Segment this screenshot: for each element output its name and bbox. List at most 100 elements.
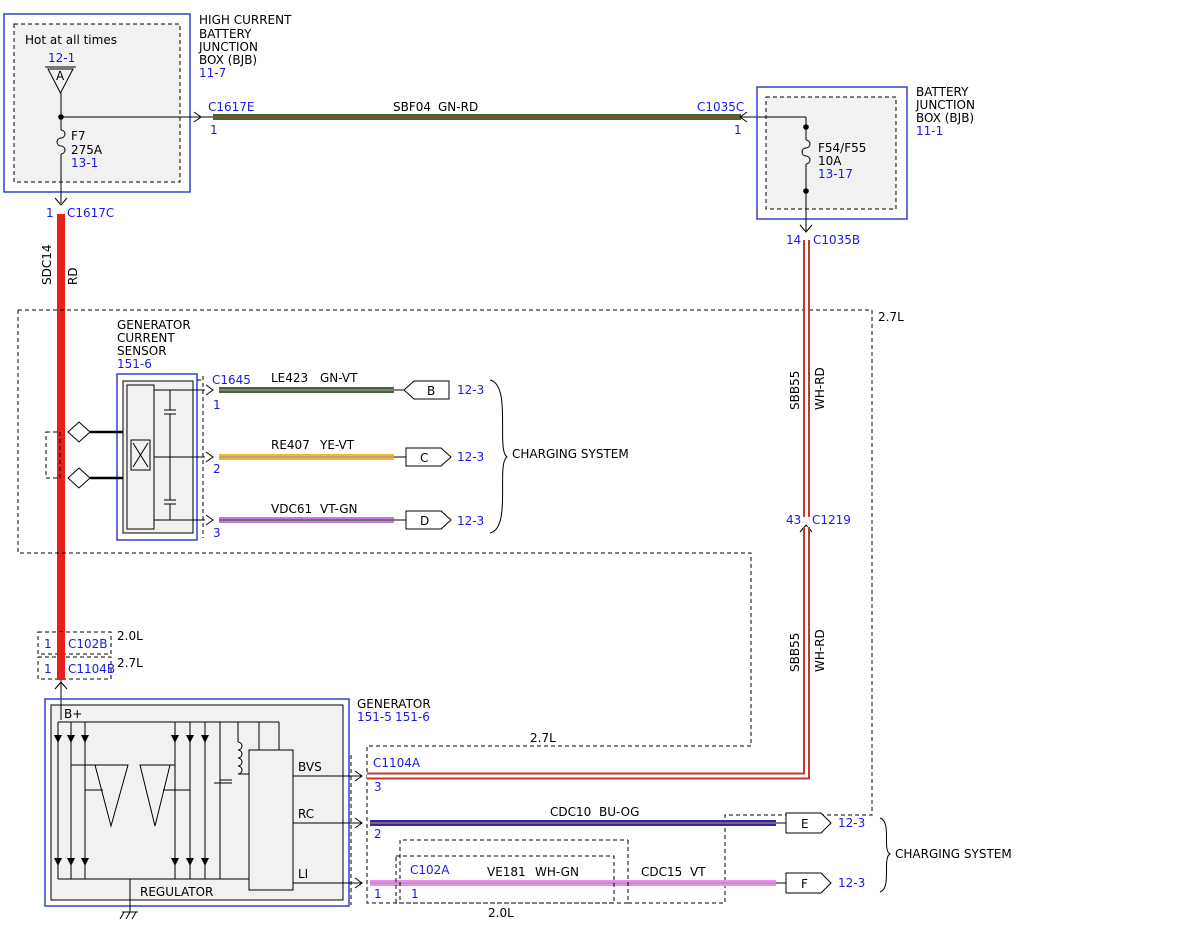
c102b-engine: 2.0L: [117, 629, 143, 643]
regulator-box: [248, 749, 294, 891]
connector-arrow: [205, 451, 214, 463]
sensor-wire-1: 1 LE423 GN-VT B 12-3: [205, 371, 484, 412]
re407-color: YE-VT: [319, 438, 355, 452]
sbf04-color: GN-RD: [438, 100, 478, 114]
charging-system-label-1: CHARGING SYSTEM: [512, 447, 629, 461]
pin-rc: RC: [298, 807, 314, 821]
c1104b-pin: 1: [44, 662, 52, 676]
hcbjb-ref: 11-7: [199, 66, 226, 80]
diode-icon: [171, 735, 179, 743]
sdc14-circuit: SDC14: [40, 244, 54, 285]
bjb-ref: 11-1: [916, 124, 943, 138]
bjb-dashed-border: [765, 96, 897, 210]
sbb55-color-upper: WH-RD: [813, 367, 827, 410]
diode-icon: [81, 858, 89, 866]
sensor-wire-3: 3 VDC61 VT-GN D 12-3: [205, 502, 484, 540]
generator-current-sensor: GENERATOR CURRENT SENSOR 151-6 C1645: [45, 318, 251, 541]
connector-arrow: [799, 224, 813, 233]
sensor-ref: 151-6: [117, 357, 152, 371]
offpage-e-icon: [785, 812, 832, 834]
engine-27l-label-b: 2.7L: [530, 731, 556, 745]
c1035c-pin: 1: [734, 123, 742, 137]
stator-winding-icon: [94, 764, 129, 828]
offpage-d-letter: D: [420, 514, 429, 528]
hcbjb-dashed-border: [13, 23, 181, 183]
field-coil-icon: [237, 741, 243, 775]
offpage-c-icon: [405, 447, 452, 467]
engine-27l-label: 2.7L: [878, 310, 904, 324]
offpage-d-icon: [405, 510, 452, 530]
cdc10-circuit: CDC10: [550, 805, 591, 819]
hot-label: Hot at all times: [25, 33, 117, 47]
hcbjb-fill: [14, 24, 180, 182]
ve181-circuit: VE181: [487, 865, 526, 879]
hcbjb-title-2: BATTERY: [199, 27, 252, 41]
le423-pin: 1: [213, 398, 221, 412]
offpage-c-ref: 12-3: [457, 450, 484, 464]
re407-pin: 2: [213, 462, 221, 476]
c1104a-pin-3: 3: [374, 780, 382, 794]
c102a-box: [395, 855, 615, 904]
offpage-e-letter: E: [801, 817, 809, 831]
bjb-border: [756, 86, 908, 220]
battery-junction-box: F54/F55 10A 13-17 BATTERY JUNCTION BOX (…: [756, 85, 975, 232]
offpage-b-letter: B: [427, 384, 435, 398]
diode-icon: [201, 858, 209, 866]
charging-system-label-2: CHARGING SYSTEM: [895, 847, 1012, 861]
c1219-label: C1219: [812, 513, 851, 527]
c102a-pin: 1: [411, 887, 419, 901]
ve181-engine: 2.0L: [488, 906, 514, 920]
sbb55-circuit-upper: SBB55: [788, 371, 802, 410]
generator: GENERATOR 151-5 151-6 B+: [44, 697, 431, 920]
cdc15-color: VT: [690, 865, 706, 879]
generator-border: [44, 698, 350, 907]
re407-circuit: RE407: [271, 438, 310, 452]
vdc61-pin: 3: [213, 526, 221, 540]
offpage-f-letter: F: [801, 877, 808, 891]
connector-arrow: [205, 514, 214, 526]
connector-arrow: [54, 681, 68, 690]
hall-sensor-icon: [130, 439, 151, 471]
c1104b-box: [37, 656, 112, 680]
connector-arrow: [354, 877, 363, 889]
le423-color: GN-VT: [320, 371, 358, 385]
c1035c-label: C1035C: [697, 100, 744, 114]
fuse-f7-ref: 13-1: [71, 156, 98, 170]
c1617c-label: C1617C: [67, 206, 114, 220]
ve181-color: WH-GN: [535, 865, 579, 879]
offpage-b-icon: [403, 380, 450, 400]
wire-cdc10: CDC10 BU-OG E 12-3: [370, 805, 865, 834]
vdc61-circuit: VDC61: [271, 502, 312, 516]
pin-li: LI: [298, 867, 308, 881]
sensor-title-3: SENSOR: [117, 344, 167, 358]
current-sense-diamond-icon: [67, 421, 91, 443]
cdc15-circuit: CDC15: [641, 865, 682, 879]
c1104a-pin-1: 1: [374, 887, 382, 901]
regulator-label: REGULATOR: [140, 885, 213, 899]
generator-ref-1: 151-5: [357, 710, 392, 724]
bjb-title-2: JUNCTION: [915, 98, 975, 112]
offpage-b-ref: 12-3: [457, 383, 484, 397]
fuse-f54-rating: 10A: [818, 154, 842, 168]
le423-circuit: LE423: [271, 371, 308, 385]
high-current-bjb: Hot at all times 12-1 A F7 275A 13-1 HIG…: [3, 13, 292, 203]
c1035b-label: C1035B: [813, 233, 860, 247]
c1617e-pin: 1: [210, 123, 218, 137]
brace-icon: [879, 817, 892, 893]
connector-arrow: [54, 197, 68, 206]
diode-icon: [171, 858, 179, 866]
connector-arrow: [354, 770, 363, 782]
offpage-f-icon: [785, 872, 832, 894]
c1104a-pin-2: 2: [374, 827, 382, 841]
diode-icon: [54, 858, 62, 866]
sbb55-circuit-lower: SBB55: [788, 633, 802, 672]
wire-sdc14: 1 C1617C SDC14 RD 1 C102B 2.0L 1 C1104B …: [37, 197, 143, 700]
terminal-a-triangle: [47, 68, 74, 95]
c1104b-engine: 2.7L: [117, 656, 143, 670]
pin-bvs: BVS: [298, 760, 322, 774]
sbb55-color-lower: WH-RD: [813, 629, 827, 672]
generator-title: GENERATOR: [357, 697, 431, 711]
stator-winding-icon: [139, 764, 171, 827]
generator-ref-2: 151-6: [395, 710, 430, 724]
terminal-a-letter: A: [56, 69, 65, 83]
